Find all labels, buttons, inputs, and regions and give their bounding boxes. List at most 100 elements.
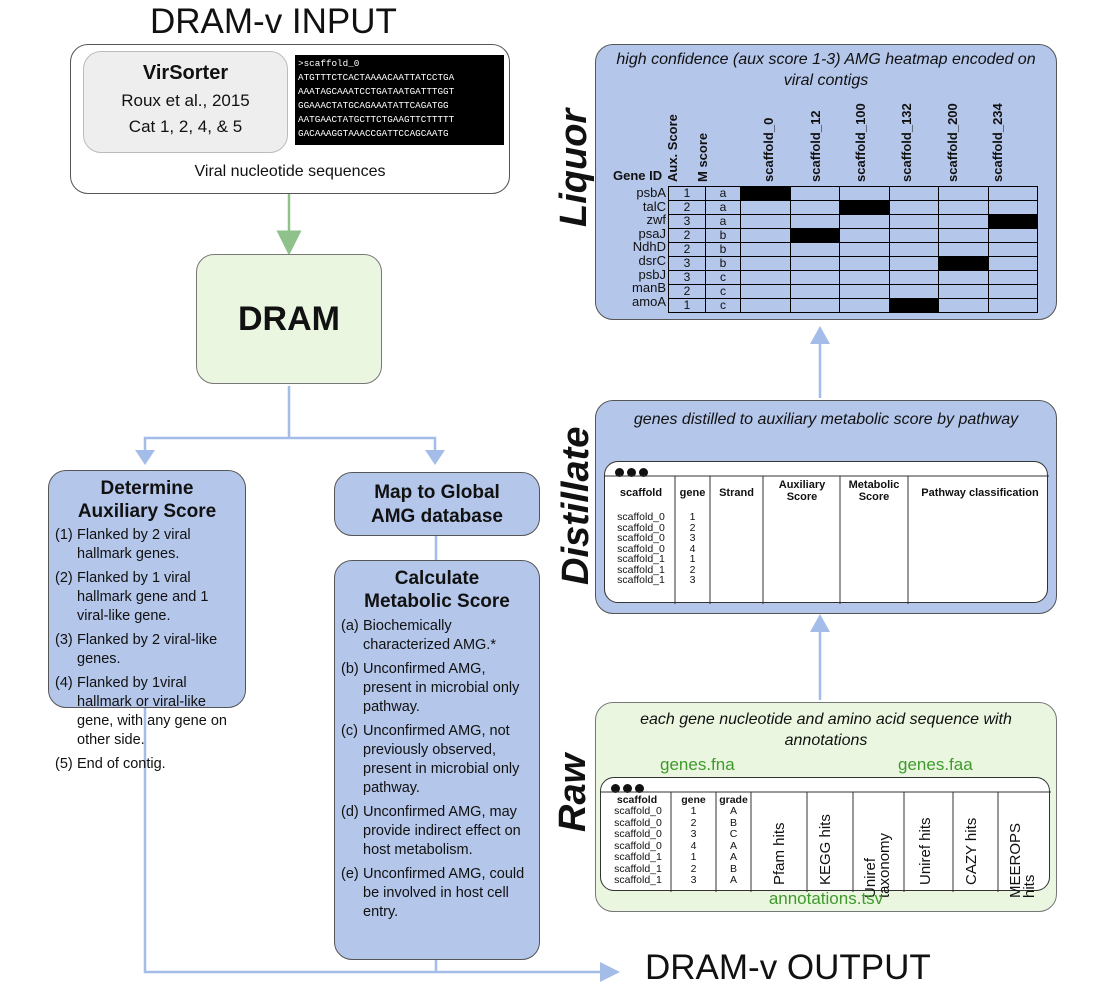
heatmap-cell [789,228,840,243]
metabolic-title-1: Calculate [394,568,480,589]
virsorter-box: VirSorter Roux et al., 2015 Cat 1, 2, 4,… [83,51,288,153]
m-score-cell: a [705,200,741,215]
gene-cell: 2 [689,521,696,534]
heatmap-column-header: Aux. Score [665,114,680,182]
heatmap-cell [888,200,939,215]
input-box: VirSorter Roux et al., 2015 Cat 1, 2, 4,… [70,44,510,194]
heatmap-cell [839,284,890,299]
m-score-cell: a [705,214,741,229]
raw-title: each gene nucleotide and amino acid sequ… [640,711,1012,749]
heatmap-cell [789,256,840,271]
aux-score-cell: 2 [668,228,706,243]
table-grid-lines [605,475,1049,604]
gene-cell: 4 [689,542,696,555]
gene-cell: 3 [690,874,697,886]
distillate-table-card: scaffold gene Strand Auxiliary Score Met… [604,461,1049,604]
m-score-cell: c [705,270,741,285]
stage-label-distillate: Distillate [555,426,597,585]
heatmap-cell [888,228,939,243]
heatmap-cell [740,200,791,215]
heatmap-cell [987,256,1038,271]
heatmap-cell [789,200,840,215]
gene-id-label: psbJ [638,266,666,282]
sequence-line: AATGAACTATGCTTCTGAAGTTCTTTTT [298,114,455,125]
list-item: (4)Flanked by 1viral hallmark or viral-l… [55,675,227,748]
genes-fna-label: genes.fna [660,755,735,774]
aux-score-cell: 2 [668,200,706,215]
distillate-box: genes distilled to auxiliary metabolic s… [595,400,1057,614]
heatmap-cell [789,186,840,201]
m-score-cell: c [705,298,741,313]
gene-cell: 1 [690,805,697,817]
heatmap-cell [789,298,840,313]
heatmap-cell [789,242,840,257]
heatmap-cell [740,270,791,285]
m-score-cell: b [705,242,741,257]
list-item: (a)Biochemically characterized AMG.* [341,618,496,653]
heatmap-cell [740,186,791,201]
aux-score-cell: 3 [668,256,706,271]
annotations-tsv-label: annotations.tsv [768,889,884,908]
sequence-line: AAATAGCAAATCCTGATAATGATTTGGT [298,86,455,97]
sequence-line: GGAAACTATGCAGAAATATTCAGATGG [298,100,449,111]
col-header-gene: gene [681,794,706,806]
distillate-title: genes distilled to auxiliary metabolic s… [633,411,1019,428]
gene-cell: 3 [689,574,696,586]
gene-cell: 1 [689,553,696,565]
heatmap-cell [740,298,791,313]
heatmap-cell [839,270,890,285]
scaffold-cell: scaffold_0 [614,828,662,840]
scaffold-cell: scaffold_0 [617,521,665,534]
heatmap-cell [888,242,939,257]
scaffold-cell: scaffold_0 [617,542,665,555]
aux-score-cell: 3 [668,270,706,285]
metabolic-score-box: Calculate Metabolic Score (a)Biochemical… [334,560,540,960]
m-score-cell: b [705,228,741,243]
heatmap-cell [888,214,939,229]
heatmap-column-header: scaffold_234 [990,103,1005,182]
virsorter-ref: Roux et al., 2015 [121,91,250,110]
heatmap-cell [839,228,890,243]
map-line-2: AMG database [371,506,503,527]
heatmap-cell [938,270,989,285]
gene-cell: 3 [689,532,696,544]
dram-label: DRAM [238,299,340,338]
dram-split-arrows [143,386,437,460]
scaffold-cell: scaffold_1 [617,574,665,586]
sequence-line: >scaffold_0 [298,58,360,69]
raw-box: each gene nucleotide and amino acid sequ… [595,702,1057,912]
heatmap-cell [740,228,791,243]
heatmap-cell [789,284,840,299]
aux-score-title-2: Auxiliary Score [77,501,217,522]
grade-cell: A [729,805,737,817]
heatmap-cell [987,228,1038,243]
grade-cell: A [729,851,737,863]
window-dots-icon [611,780,647,798]
aux-score-title-1: Determine [100,478,194,499]
map-line-1: Map to Global [374,482,500,503]
gene-id-label: manB [632,280,666,296]
gene-id-label: amoA [632,293,666,309]
heatmap-cell [987,284,1038,299]
sequence-line: ATGTTTCTCACTAAAACAATTATCCTGA [298,72,455,83]
liquor-box: high confidence (aux score 1-3) AMG heat… [595,44,1057,320]
annotation-column-header: Uniref hits [917,817,934,885]
col-header-auxiliary: Auxiliary Score [778,479,826,503]
heatmap-cell [888,186,939,201]
annotation-column-header: MEEROPS hits [1007,822,1038,898]
heatmap-cell [938,214,989,229]
gene-cell: 4 [690,839,697,852]
heatmap-cell [987,186,1038,201]
virsorter-cats: Cat 1, 2, 4, & 5 [128,117,243,136]
heatmap-cell [938,242,989,257]
